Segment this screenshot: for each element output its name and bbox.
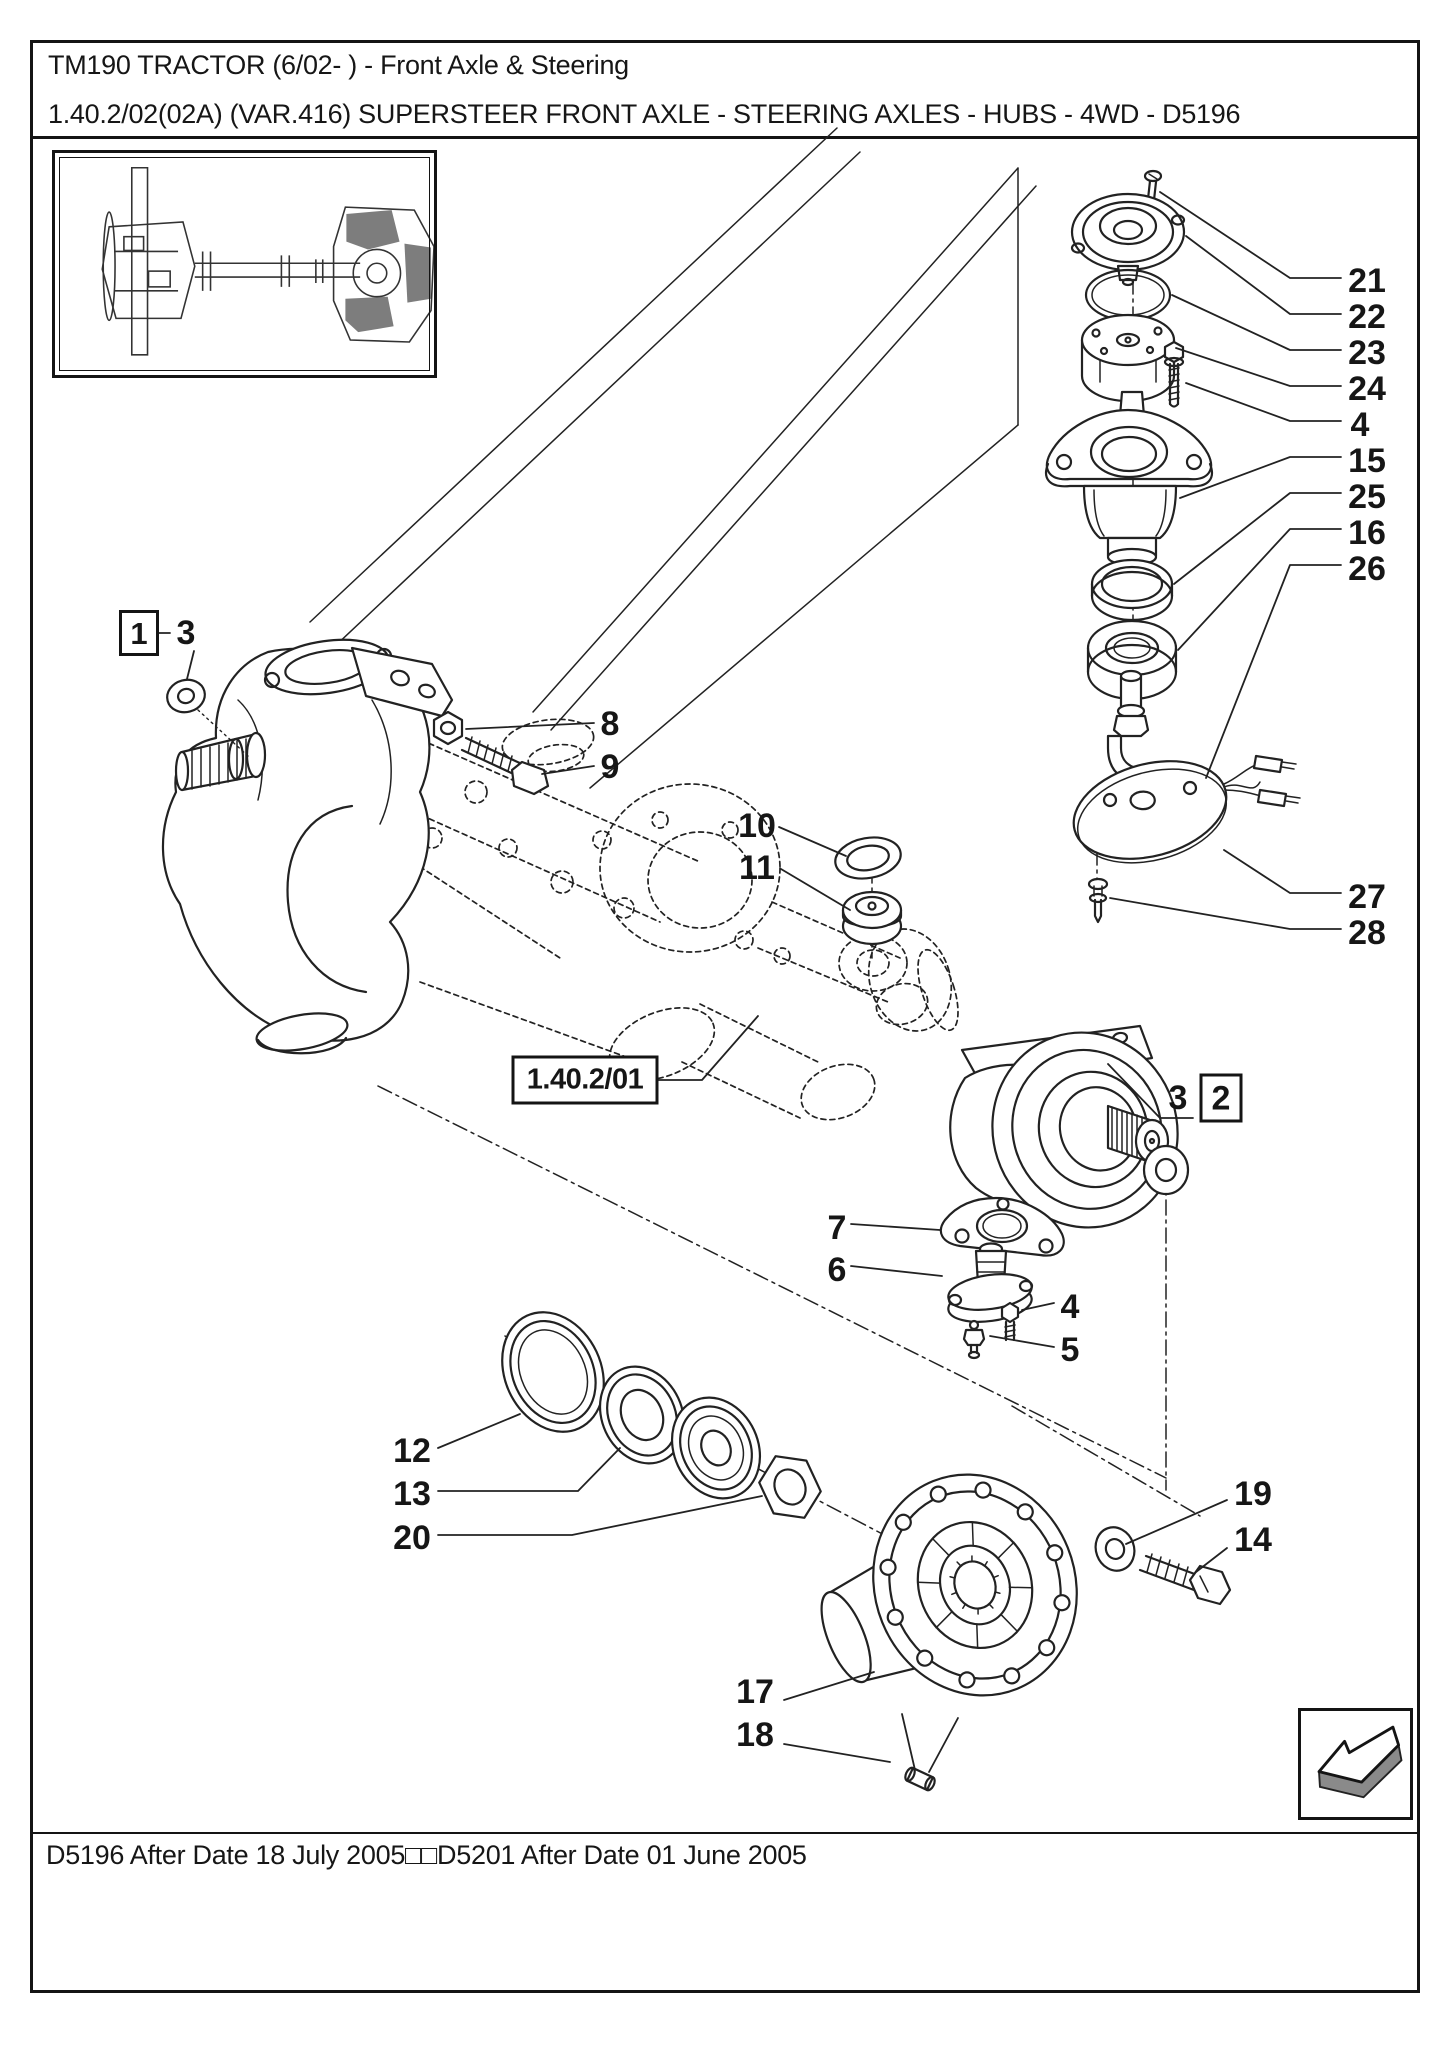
callout-8: 8 xyxy=(600,705,620,743)
back-arrow-glyph xyxy=(1317,1725,1403,1799)
callout-14: 14 xyxy=(1234,1521,1272,1559)
part-bolt-14 xyxy=(1138,1553,1232,1606)
callout-22: 22 xyxy=(1348,298,1386,336)
thumbnail-drawing xyxy=(101,166,434,356)
leader-lines xyxy=(155,191,1342,1773)
part-bearing-cone xyxy=(670,1396,762,1500)
footer-divider xyxy=(30,1832,1420,1834)
projection-lines xyxy=(309,127,1037,789)
callout-16: 16 xyxy=(1348,514,1386,552)
part-seal-cap xyxy=(834,836,903,946)
callout-3-right: 3 xyxy=(1168,1079,1188,1117)
part-nut-20 xyxy=(758,1455,822,1519)
callout-28: 28 xyxy=(1348,914,1386,952)
part-right-knuckle xyxy=(949,1024,1179,1229)
part-kingpin-column xyxy=(1044,169,1214,701)
axle-cross-section-thumbnail[interactable] xyxy=(52,150,437,378)
part-bushing-right xyxy=(1142,1144,1190,1196)
related-section-ref[interactable]: 1.40.2/01 xyxy=(511,1055,659,1105)
part-nut-bolt xyxy=(432,710,550,796)
section-title: 1.40.2/02(02A) (VAR.416) SUPERSTEER FRON… xyxy=(48,99,1241,129)
sheet-ref-box-1: 1 xyxy=(119,610,159,656)
page-back-arrow-icon[interactable] xyxy=(1298,1708,1413,1820)
thumbnail-inner-border xyxy=(59,157,430,371)
callout-12: 12 xyxy=(393,1432,431,1470)
part-wheel-hub xyxy=(820,1473,1078,1697)
center-axes xyxy=(377,194,1201,1603)
part-bushing-left xyxy=(166,678,249,757)
callout-4: 4 xyxy=(1350,406,1370,444)
part-washer-19 xyxy=(1094,1526,1136,1572)
callout-6: 6 xyxy=(827,1251,847,1289)
callout-26: 26 xyxy=(1348,550,1386,588)
callout-21: 21 xyxy=(1348,262,1386,300)
callout-7: 7 xyxy=(827,1209,847,1247)
callout-10: 10 xyxy=(738,807,776,845)
callout-19: 19 xyxy=(1234,1475,1272,1513)
callout-9: 9 xyxy=(600,748,620,786)
part-left-knuckle xyxy=(161,638,454,1055)
callout-18: 18 xyxy=(736,1716,774,1754)
part-pin-18 xyxy=(904,1766,936,1792)
callout-11: 11 xyxy=(739,849,775,887)
callout-3-left: 3 xyxy=(176,614,196,652)
callout-15: 15 xyxy=(1348,442,1386,480)
header-divider xyxy=(30,136,1420,139)
callout-13: 13 xyxy=(393,1475,431,1513)
part-lower-kingpin xyxy=(939,1196,1065,1360)
callout-25: 25 xyxy=(1348,478,1386,516)
callout-27: 27 xyxy=(1348,878,1386,916)
part-bearing-13 xyxy=(598,1365,686,1465)
part-cover-plate xyxy=(1072,760,1228,924)
callout-5: 5 xyxy=(1060,1331,1080,1369)
callout-24: 24 xyxy=(1348,370,1386,408)
part-seal-12 xyxy=(501,1311,605,1433)
callout-17: 17 xyxy=(736,1673,774,1711)
page-border xyxy=(30,40,1420,1993)
callout-4b: 4 xyxy=(1060,1288,1080,1326)
callout-23: 23 xyxy=(1348,334,1386,372)
sheet-ref-box-2: 2 xyxy=(1199,1073,1243,1123)
footer-note: D5196 After Date 18 July 2005□□D5201 Aft… xyxy=(46,1840,807,1870)
page-title: TM190 TRACTOR (6/02- ) - Front Axle & St… xyxy=(48,50,629,80)
callout-20: 20 xyxy=(393,1519,431,1557)
